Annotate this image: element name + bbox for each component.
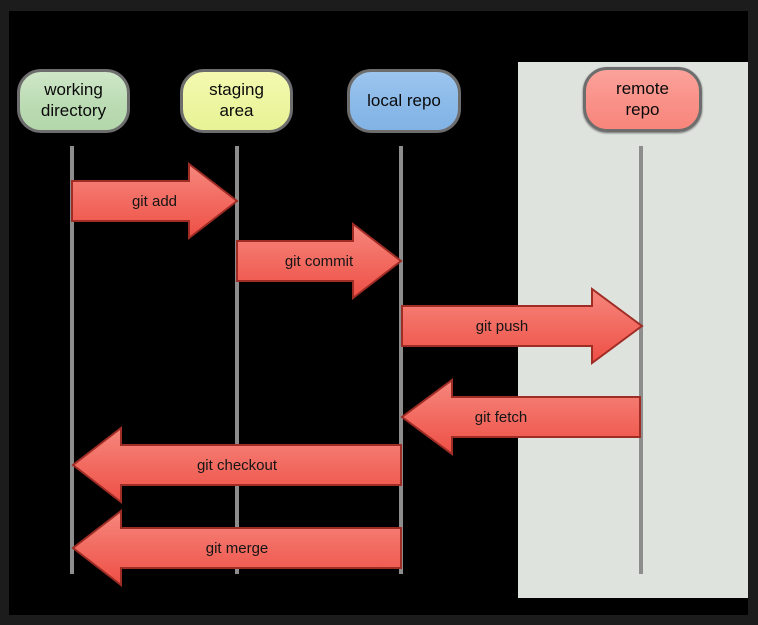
- arrow-git-fetch: git fetch: [400, 378, 641, 456]
- left-arrow-icon: [400, 378, 641, 456]
- arrow-git-push-label: git push: [475, 317, 529, 335]
- lifeline-local-repo: [399, 146, 403, 574]
- right-arrow-icon: [71, 161, 239, 241]
- right-arrow-icon: [401, 287, 644, 365]
- lifeline-working-directory: [70, 146, 74, 574]
- arrow-git-fetch-label: git fetch: [474, 408, 528, 426]
- arrow-git-add: git add: [71, 161, 239, 241]
- arrow-git-commit: git commit: [236, 221, 403, 301]
- arrow-git-commit-label: git commit: [284, 252, 354, 270]
- node-staging-area: staging area: [180, 69, 293, 133]
- node-remote-repo-label: remote repo: [616, 78, 669, 119]
- lifeline-staging-area: [235, 146, 239, 574]
- lifeline-remote-repo: [639, 146, 643, 574]
- arrow-git-push: git push: [401, 287, 644, 365]
- node-local-repo: local repo: [347, 69, 461, 133]
- node-staging-area-label: staging area: [209, 80, 264, 120]
- arrow-git-checkout-label: git checkout: [196, 456, 278, 474]
- arrow-git-checkout: git checkout: [71, 425, 402, 505]
- node-working-directory-label: working directory: [40, 80, 107, 120]
- node-local-repo-label: local repo: [367, 90, 441, 110]
- arrow-git-merge-label: git merge: [205, 539, 269, 557]
- arrow-git-merge: git merge: [71, 508, 402, 588]
- node-working-directory: working directory: [17, 69, 130, 133]
- node-remote-repo: remote repo: [583, 67, 702, 132]
- right-arrow-icon: [236, 221, 403, 301]
- left-arrow-icon: [71, 508, 402, 588]
- left-arrow-icon: [71, 425, 402, 505]
- arrow-git-add-label: git add: [131, 192, 178, 210]
